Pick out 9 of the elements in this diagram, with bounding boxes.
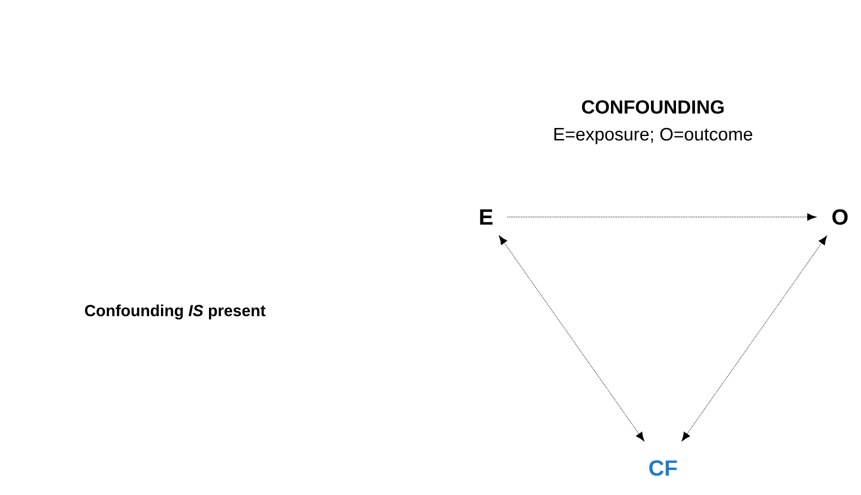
subtitle: E=exposure; O=outcome bbox=[554, 128, 752, 144]
arrow bbox=[507, 213, 816, 221]
note-text: Confounding IS present bbox=[85, 304, 266, 320]
title: CONFOUNDING bbox=[582, 100, 724, 114]
node-label: CF bbox=[649, 460, 677, 476]
node-label: O bbox=[832, 209, 848, 225]
arrow bbox=[498, 236, 644, 442]
arrow bbox=[682, 236, 827, 442]
node-label: E bbox=[480, 209, 492, 225]
